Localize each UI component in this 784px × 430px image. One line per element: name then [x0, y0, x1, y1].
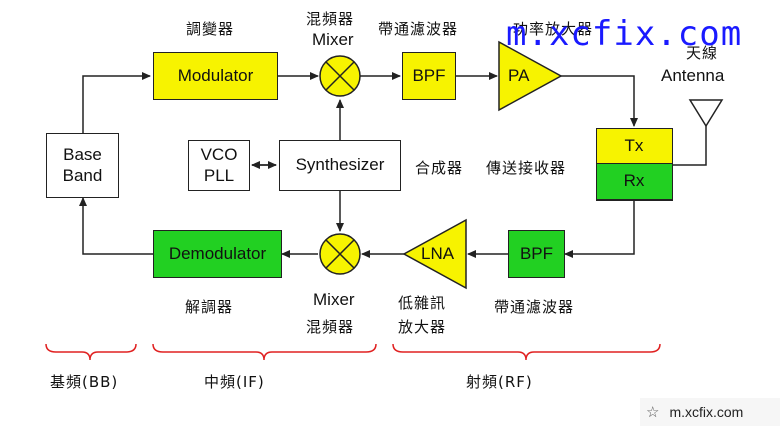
- pa-triangle: [498, 40, 563, 112]
- band-rf-label: 射頻(RF): [466, 373, 533, 391]
- vco-pll-block: VCO PLL: [188, 140, 250, 191]
- transceiver-block: Tx Rx: [595, 127, 673, 201]
- bpf-rx-label: BPF: [519, 243, 554, 263]
- pa-caption: 功率放大器: [513, 20, 594, 38]
- lna-caption-line1: 低雜訊: [398, 294, 447, 312]
- wire-pa-to-transceiver: [560, 75, 638, 127]
- modulator-caption: 調變器: [186, 20, 235, 38]
- antenna-icon: [688, 99, 724, 128]
- star-icon[interactable]: ☆: [646, 404, 660, 421]
- mixer-top-caption-zh: 混頻器: [306, 10, 355, 28]
- modulator-block: Modulator: [153, 52, 278, 100]
- tx-label: Tx: [624, 135, 644, 155]
- demodulator-caption: 解調器: [185, 298, 234, 316]
- lna-triangle: [402, 218, 467, 290]
- source-badge[interactable]: ☆ m.xcfix.com: [640, 398, 780, 426]
- antenna-caption-zh: 天線: [686, 44, 719, 62]
- pll-label: PLL: [203, 165, 235, 185]
- bpf-rx-block: BPF: [508, 230, 565, 278]
- baseband-label-line2: Band: [62, 165, 103, 185]
- demodulator-block: Demodulator: [153, 230, 282, 278]
- wire-baseband-to-modulator: [82, 72, 151, 133]
- rx-label: Rx: [623, 171, 645, 191]
- synthesizer-block: Synthesizer: [279, 140, 401, 191]
- wire-transceiver-to-antenna: [673, 122, 707, 166]
- mixer-top-symbol: [319, 55, 361, 97]
- synthesizer-label: Synthesizer: [295, 155, 385, 175]
- modulator-label: Modulator: [177, 65, 254, 85]
- mixer-bottom-caption-zh: 混頻器: [306, 318, 355, 336]
- brace-bb: [45, 343, 137, 361]
- transceiver-caption: 傳送接收器: [486, 159, 567, 177]
- tx-section: Tx: [595, 127, 673, 165]
- lna-caption-line2: 放大器: [398, 318, 447, 336]
- baseband-label-line1: Base: [63, 145, 102, 165]
- demodulator-label: Demodulator: [168, 243, 267, 263]
- wire-demodulator-to-baseband: [79, 197, 153, 255]
- synthesizer-caption: 合成器: [415, 159, 464, 177]
- antenna-caption-en: Antenna: [661, 66, 725, 85]
- band-bb-label: 基頻(BB): [50, 373, 119, 391]
- band-if-label: 中頻(IF): [204, 373, 265, 391]
- baseband-block: Base Band: [46, 133, 119, 198]
- rx-section: Rx: [595, 163, 673, 200]
- mixer-bottom-caption-en: Mixer: [313, 290, 355, 309]
- bpf-tx-label: BPF: [412, 65, 446, 85]
- wire-transceiver-to-bpf: [564, 201, 635, 258]
- brace-rf: [392, 343, 661, 361]
- mixer-bottom-symbol: [319, 233, 361, 275]
- mixer-top-caption-en: Mixer: [312, 30, 354, 49]
- brace-if: [152, 343, 377, 361]
- pa-label: PA: [508, 66, 530, 85]
- watermark-text: m.xcfix.com: [506, 14, 743, 54]
- bpf-top-caption: 帶通濾波器: [378, 20, 459, 38]
- bpf-tx-block: BPF: [402, 52, 456, 100]
- bpf-bottom-caption: 帶通濾波器: [494, 298, 575, 316]
- source-badge-text: m.xcfix.com: [669, 404, 744, 420]
- lna-label: LNA: [421, 244, 455, 263]
- vco-label: VCO: [200, 145, 238, 165]
